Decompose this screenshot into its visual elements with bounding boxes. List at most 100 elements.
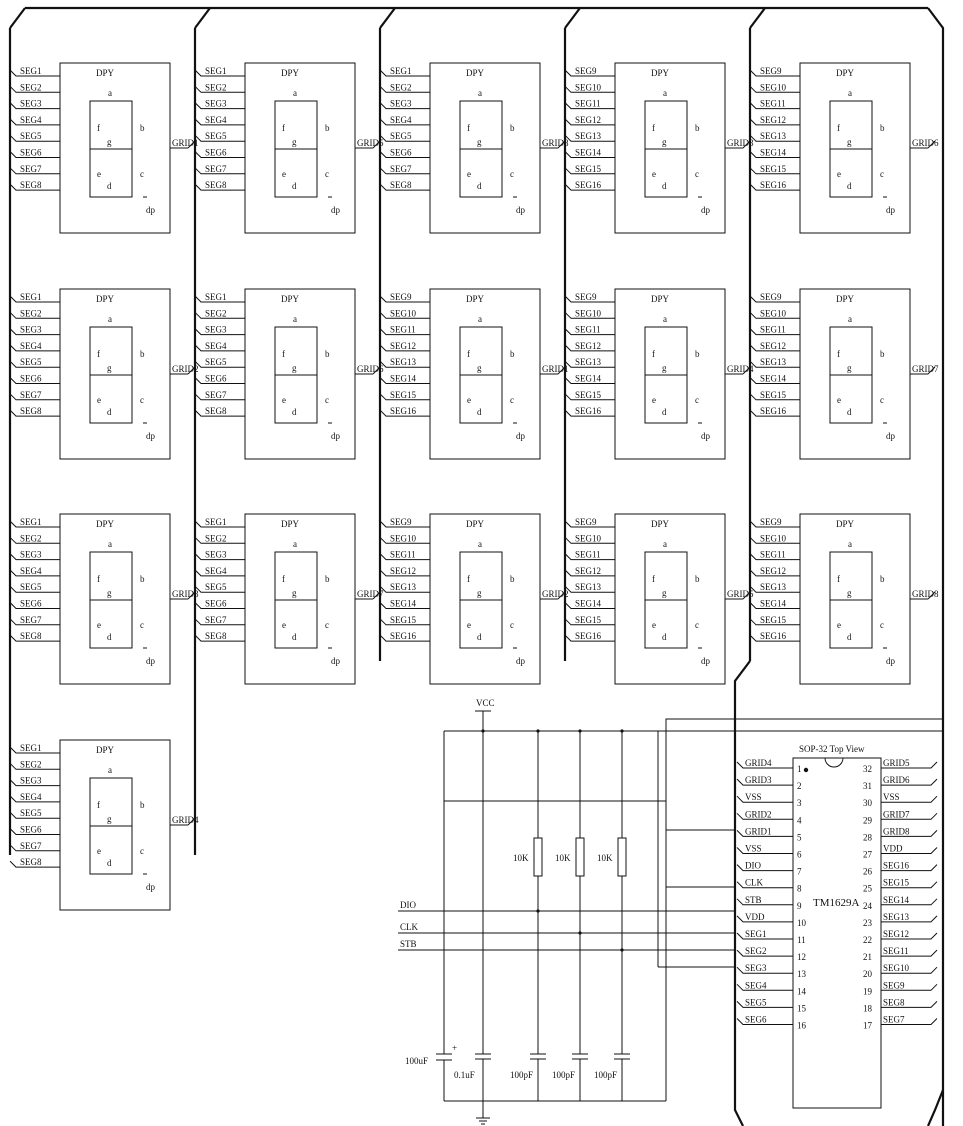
seg-label: SEG1	[205, 66, 227, 76]
seg-letter: f	[467, 574, 470, 584]
dpy-title: DPY	[96, 294, 115, 304]
seg-label: SEG7	[20, 164, 42, 174]
seg-letter: e	[282, 169, 286, 179]
ic-left-pin-name: SEG1	[745, 929, 767, 939]
seven-seg-body	[274, 326, 318, 424]
seg-letter: dp	[331, 205, 341, 215]
seg-label: SEG12	[575, 341, 601, 351]
seg-letter: e	[837, 169, 841, 179]
seg-letter: c	[695, 395, 699, 405]
seg-label: SEG5	[390, 131, 412, 141]
seg-letter: c	[695, 169, 699, 179]
seg-label: SEG13	[760, 582, 787, 592]
seg-wire	[749, 167, 800, 175]
display-module: SEG1aSEG2bSEG3cSEG4dSEG5eSEG6fSEG7gSEG8d…	[194, 288, 384, 460]
grid-wire	[927, 591, 936, 600]
seg-label: SEG11	[390, 325, 416, 335]
seg-wire	[9, 311, 60, 319]
seg-wire	[564, 634, 615, 642]
ic-left-pin-name: VSS	[745, 844, 762, 854]
ic-right-pin-num: 27	[863, 850, 873, 860]
seg-letter: b	[695, 123, 700, 133]
seg-wire	[379, 311, 430, 319]
dpy-title: DPY	[281, 294, 300, 304]
seg-label: SEG11	[390, 550, 416, 560]
seg-letter: g	[662, 588, 667, 598]
seg-label: SEG6	[205, 374, 227, 384]
ic-left-pin-wire	[736, 983, 793, 991]
seg-letter: a	[108, 88, 112, 98]
seg-wire	[379, 585, 430, 593]
seg-wire	[194, 183, 245, 191]
seg-label: SEG13	[390, 582, 417, 592]
seg-wire	[9, 118, 60, 126]
grid-label: GRID5	[727, 589, 754, 599]
dpy-box	[799, 288, 911, 460]
seg-label: SEG6	[20, 599, 42, 609]
grid-label: GRID6	[912, 138, 939, 148]
seg-wire	[9, 409, 60, 417]
grid-label: GRID4	[172, 815, 199, 825]
ic-left-pin-name: SEG3	[745, 963, 767, 973]
seg-letter: dp	[886, 431, 896, 441]
seg-letter: dp	[331, 431, 341, 441]
ic-right-pin-name: VDD	[883, 844, 903, 854]
seg-wire	[9, 553, 60, 561]
ic-left-pin-num: 12	[797, 952, 806, 962]
seg-letter: dp	[516, 205, 526, 215]
seg-label: SEG14	[390, 374, 417, 384]
display-module: SEG9aSEG10bSEG11cSEG12dSEG13eSEG14fSEG15…	[379, 288, 569, 460]
seg-label: SEG8	[20, 857, 42, 867]
seg-wire	[9, 393, 60, 401]
dpy-title: DPY	[651, 294, 670, 304]
seg-letter: d	[107, 407, 112, 417]
seg-letter: a	[293, 539, 297, 549]
seg-label: SEG5	[205, 357, 227, 367]
seg-letter: d	[662, 181, 667, 191]
ic-right-pin-num: 21	[863, 952, 872, 962]
seg-label: SEG9	[575, 292, 597, 302]
junction-dot	[620, 729, 624, 733]
seg-letter: e	[837, 395, 841, 405]
seg-wire	[9, 295, 60, 303]
dpy-box	[244, 513, 356, 685]
dpy-title: DPY	[96, 68, 115, 78]
seg-label: SEG7	[205, 615, 227, 625]
seg-label: SEG5	[205, 131, 227, 141]
seg-letter: b	[140, 574, 145, 584]
bus-entry	[379, 7, 396, 29]
seg-label: SEG1	[205, 292, 227, 302]
seven-seg-body	[829, 100, 873, 198]
ic-left-pin-wire	[736, 898, 793, 906]
seven-seg-body	[644, 326, 688, 424]
seg-label: SEG8	[205, 631, 227, 641]
seg-wire	[749, 311, 800, 319]
dpy-title: DPY	[96, 745, 115, 755]
grid-wire	[927, 140, 936, 149]
seg-wire	[564, 167, 615, 175]
grid-wire	[557, 591, 566, 600]
seg-wire	[564, 183, 615, 191]
seg-letter: g	[292, 588, 297, 598]
grid-label: GRID1	[172, 138, 199, 148]
ic-right-pin-num: 19	[863, 986, 873, 996]
seven-seg-body	[829, 551, 873, 649]
ic-right-pin-wire	[881, 932, 938, 940]
seg-wire	[749, 69, 800, 77]
seg-letter: g	[107, 814, 112, 824]
seg-wire	[749, 520, 800, 528]
seg-wire	[564, 295, 615, 303]
seg-letter: d	[477, 407, 482, 417]
seg-letter: b	[325, 349, 330, 359]
seg-letter: dp	[146, 205, 156, 215]
ic-right-pin-name: GRID8	[883, 826, 910, 836]
seg-label: SEG13	[760, 131, 787, 141]
display-module: SEG9aSEG10bSEG11cSEG12dSEG13eSEG14fSEG15…	[749, 62, 939, 234]
bus-entry	[564, 7, 581, 29]
seg-wire	[564, 585, 615, 593]
seg-letter: c	[510, 620, 514, 630]
seg-label: SEG10	[575, 308, 602, 318]
seg-letter: g	[662, 363, 667, 373]
ic-right-pin-wire	[881, 1018, 938, 1025]
junction-dot	[620, 948, 624, 952]
